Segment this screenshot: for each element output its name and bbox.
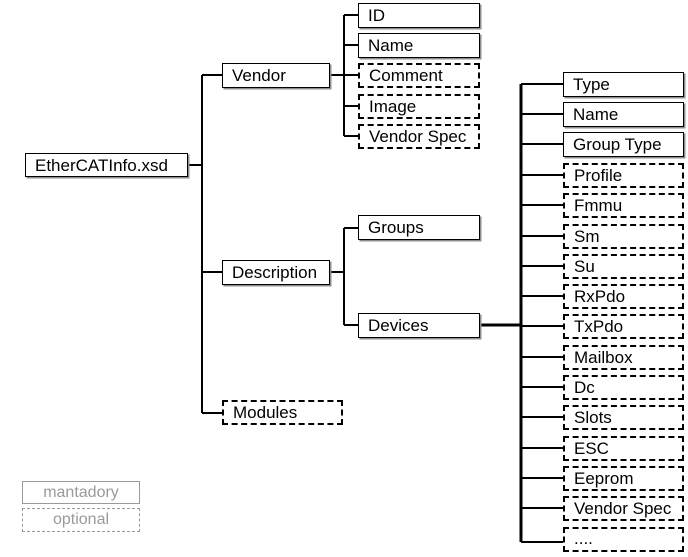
node-device-sm[interactable]: Sm xyxy=(563,224,684,249)
node-vendor-comment[interactable]: Comment xyxy=(358,63,480,88)
node-label: Profile xyxy=(574,166,623,185)
legend-label: mantadory xyxy=(43,483,119,501)
node-vendor[interactable]: Vendor xyxy=(222,63,330,88)
node-label: Groups xyxy=(368,218,424,237)
node-description[interactable]: Description xyxy=(222,260,330,285)
node-vendor-name[interactable]: Name xyxy=(358,33,480,58)
node-device-eeprom[interactable]: Eeprom xyxy=(563,466,684,491)
node-device-group-type[interactable]: Group Type xyxy=(563,132,684,157)
node-vendor-id[interactable]: ID xyxy=(358,3,480,28)
node-label: Eeprom xyxy=(574,469,634,488)
node-device-slots[interactable]: Slots xyxy=(563,405,684,430)
node-device-fmmu[interactable]: Fmmu xyxy=(563,193,684,218)
node-label: Vendor Spec xyxy=(574,499,672,518)
node-label: Description xyxy=(232,263,318,282)
legend-label: optional xyxy=(52,511,110,528)
node-vendor-image[interactable]: Image xyxy=(358,94,480,119)
node-device-profile[interactable]: Profile xyxy=(563,163,684,188)
node-label: Type xyxy=(573,75,610,94)
node-label: Sm xyxy=(574,227,600,246)
node-devices[interactable]: Devices xyxy=(358,313,480,338)
node-modules[interactable]: Modules xyxy=(222,400,343,425)
node-label: EtherCATInfo.xsd xyxy=(35,155,168,175)
node-label: Vendor Spec xyxy=(369,127,467,146)
node-label: ESC xyxy=(574,439,609,458)
node-label: ID xyxy=(368,6,385,25)
node-device-esc[interactable]: ESC xyxy=(563,436,684,461)
node-device-su[interactable]: Su xyxy=(563,254,684,279)
legend-optional: optional xyxy=(22,508,140,532)
node-label: Group Type xyxy=(573,135,662,154)
node-label: Dc xyxy=(574,378,595,397)
node-device-type[interactable]: Type xyxy=(563,72,684,97)
node-device-name[interactable]: Name xyxy=(563,102,684,127)
node-device-vendor-spec[interactable]: Vendor Spec xyxy=(563,496,684,521)
node-label: Image xyxy=(369,97,417,116)
node-vendor-vendor-spec[interactable]: Vendor Spec xyxy=(358,124,480,149)
node-groups[interactable]: Groups xyxy=(358,215,480,240)
node-label: Name xyxy=(573,105,619,124)
node-label: Mailbox xyxy=(574,348,633,367)
node-device-dc[interactable]: Dc xyxy=(563,375,684,400)
node-device-txpdo[interactable]: TxPdo xyxy=(563,314,684,339)
node-label: .... xyxy=(574,529,593,548)
node-label: TxPdo xyxy=(574,317,624,336)
node-label: Slots xyxy=(574,408,612,427)
node-label: Su xyxy=(574,257,595,276)
node-label: RxPdo xyxy=(574,287,626,306)
node-label: Name xyxy=(368,36,414,55)
node-ethercatinfo-xsd[interactable]: EtherCATInfo.xsd xyxy=(25,153,188,177)
node-label: Devices xyxy=(368,316,429,335)
node-device-more[interactable]: .... xyxy=(563,527,684,552)
node-label: Fmmu xyxy=(574,196,623,215)
node-label: Modules xyxy=(233,403,298,422)
node-device-rxpdo[interactable]: RxPdo xyxy=(563,284,684,309)
node-label: Comment xyxy=(369,66,443,85)
legend-mandatory: mantadory xyxy=(22,481,140,504)
node-device-mailbox[interactable]: Mailbox xyxy=(563,345,684,370)
node-label: Vendor xyxy=(232,66,286,85)
